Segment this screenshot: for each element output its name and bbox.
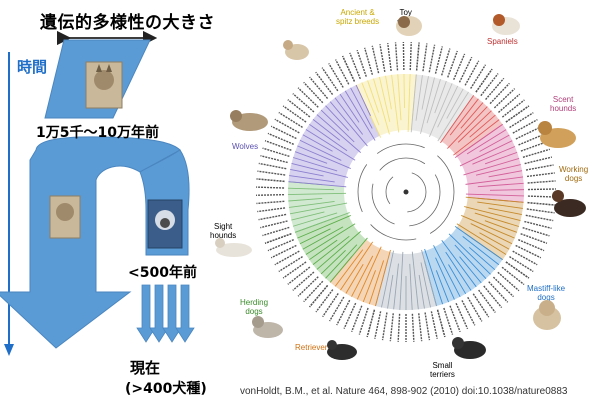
scent-hound-image	[538, 121, 576, 148]
wolf-image	[230, 110, 268, 131]
herding-dog-image	[252, 316, 283, 338]
citation-text: vonHoldt, B.M., et al. Nature 464, 898-9…	[240, 386, 567, 397]
mastiff-image	[533, 300, 561, 330]
terrier-image	[452, 337, 486, 359]
spitz-dog-image	[283, 40, 309, 60]
working-dog-image	[552, 190, 586, 217]
retriever-image	[327, 340, 357, 360]
toy-dog-image	[396, 16, 422, 36]
spaniel-image	[492, 14, 520, 35]
sight-hound-image	[215, 238, 252, 257]
